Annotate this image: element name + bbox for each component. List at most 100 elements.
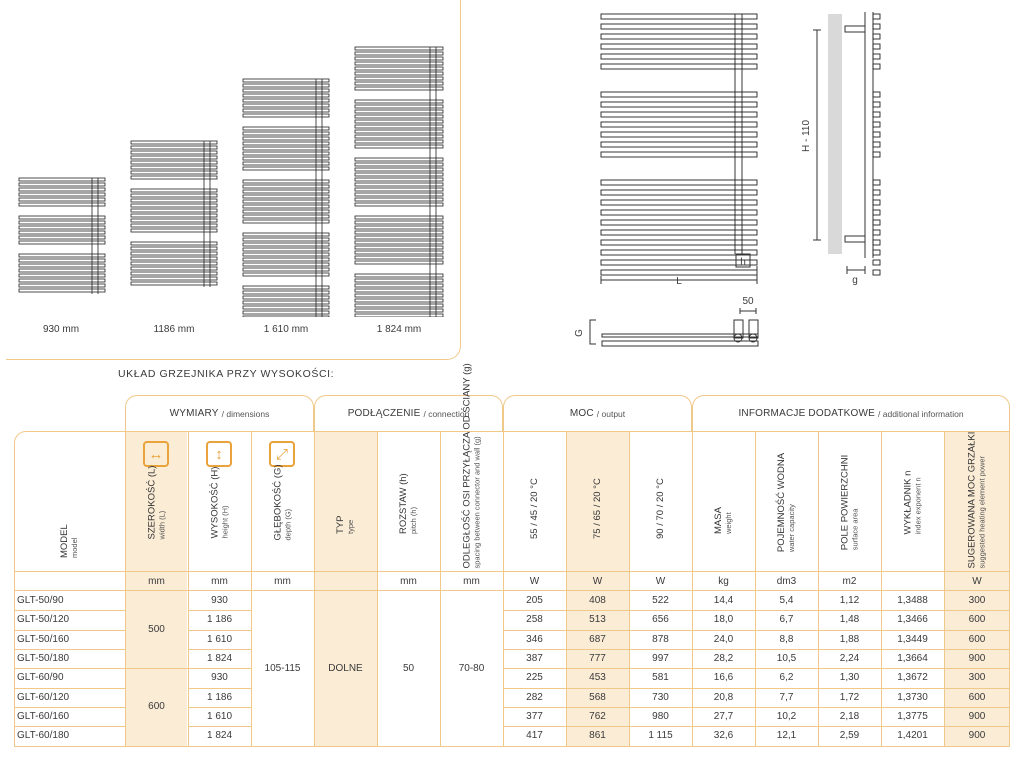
- group-title: MOC: [569, 408, 594, 419]
- radiator-1186: [130, 139, 218, 317]
- row-divider: [188, 610, 251, 612]
- technical-side-view: H - 110 g: [801, 12, 881, 286]
- unit-cell: W: [529, 575, 540, 587]
- table-cell: 2,59: [839, 730, 860, 742]
- column-divider: [125, 431, 126, 747]
- height-label: 1 824 mm: [376, 324, 422, 335]
- model-cell: GLT-60/90: [17, 672, 64, 684]
- column-divider: [566, 431, 567, 747]
- row-divider: [503, 726, 1010, 728]
- table-cell: 1 186: [206, 614, 233, 626]
- unit-cell: mm: [463, 575, 480, 587]
- row-divider: [14, 726, 125, 728]
- row-divider: [14, 648, 125, 650]
- unit-cell: dm3: [776, 575, 797, 587]
- table-cell: 1,88: [839, 633, 860, 645]
- column-header-main: MODEL: [59, 524, 70, 558]
- group-output: MOC/ output: [503, 395, 692, 431]
- column-header-main: ROZSTAW (h): [398, 473, 409, 534]
- column-divider: [188, 431, 189, 747]
- table-cell: 1,12: [839, 595, 860, 606]
- width-arrows-icon: ↔: [143, 441, 169, 467]
- column-header-sub: pitch (h): [409, 506, 418, 534]
- row-divider: [188, 726, 251, 728]
- column-header-main: 75 / 65 / 20 °C: [592, 478, 603, 539]
- height-arrows-icon: ↕: [206, 441, 232, 467]
- shade-heater: [944, 432, 1010, 747]
- table-cell: 900: [968, 710, 986, 722]
- column-header-sub: depth (G): [283, 508, 293, 541]
- model-cell: GLT-60/160: [17, 710, 70, 722]
- table-cell: 861: [589, 730, 606, 742]
- table-cell: 1,4201: [897, 730, 928, 742]
- table-cell: 20,8: [713, 691, 734, 703]
- table-cell: 408: [589, 595, 606, 606]
- column-header-sub: model: [70, 537, 79, 558]
- column-header-sub: width (L): [157, 510, 166, 540]
- table-cell: 777: [589, 652, 606, 664]
- header-divider: [14, 571, 1010, 572]
- column-header-sub: spacing between connector and wall (g): [472, 436, 481, 569]
- column-header-main: 90 / 70 / 20 °C: [655, 478, 666, 539]
- table-cell: 6,2: [779, 672, 794, 684]
- drawings-frame: [6, 0, 461, 360]
- row-divider: [188, 687, 251, 689]
- table-cell: 7,7: [779, 691, 794, 703]
- table-cell: 1,3730: [897, 691, 928, 703]
- column-header-main: MASA: [713, 507, 724, 534]
- column-divider: [692, 431, 693, 747]
- unit-cell: mm: [274, 575, 291, 587]
- unit-cell: W: [592, 575, 603, 587]
- column-header: 55 / 45 / 20 °C: [503, 435, 566, 573]
- table-cell: 8,8: [779, 633, 794, 645]
- row-divider: [14, 629, 125, 631]
- group-subtitle: / connection: [423, 408, 470, 419]
- column-header-main: 55 / 45 / 20 °C: [529, 478, 540, 539]
- model-cell: GLT-50/160: [17, 633, 70, 645]
- table-cell: 417: [526, 730, 543, 742]
- group-additional-info: INFORMACJE DODATKOWE/ additional informa…: [692, 395, 1010, 431]
- group-connection: PODŁĄCZENIE/ connection: [314, 395, 503, 431]
- column-header-sub: weight: [724, 512, 733, 534]
- column-header-text: SZEROKOŚĆ (L)width (L): [146, 466, 167, 540]
- table-cell: 258: [526, 614, 543, 626]
- spacing-cell: 70-80: [458, 662, 485, 674]
- row-divider: [503, 629, 1010, 631]
- table-cell: 997: [652, 652, 669, 664]
- column-header-sub: water capacity: [787, 504, 797, 553]
- column-header-main: GŁĘBOKOŚĆ (G): [272, 464, 284, 541]
- group-title: PODŁĄCZENIE: [347, 408, 421, 419]
- unit-cell: W: [972, 575, 982, 587]
- table-cell: 2,18: [839, 710, 860, 722]
- dim-pitch-label: 50: [742, 296, 754, 307]
- row-divider: [188, 648, 251, 650]
- layout-caption: UKŁAD GRZEJNIKA PRZY WYSOKOŚCI:: [118, 368, 335, 380]
- column-header: ODLEGŁOŚĆ OSI PRZYŁĄCZA OD ŚCIANY (g)spa…: [440, 363, 503, 573]
- column-header-text: 55 / 45 / 20 °C: [529, 476, 540, 539]
- table-cell: 32,6: [713, 730, 734, 742]
- radiator-930: [18, 176, 106, 316]
- model-cell: GLT-50/90: [17, 595, 64, 606]
- table-cell: 12,1: [776, 730, 797, 742]
- table-cell: 730: [652, 691, 669, 703]
- table-cell: 1,3664: [897, 652, 928, 664]
- row-divider: [188, 706, 251, 708]
- column-header-text: 90 / 70 / 20 °C: [655, 476, 666, 539]
- column-divider: [314, 431, 315, 747]
- column-header: 75 / 65 / 20 °C: [566, 435, 629, 573]
- radiator-1610: [242, 77, 330, 317]
- column-divider: [881, 431, 882, 747]
- technical-front-view: L h: [600, 13, 758, 287]
- height-label: 1 610 mm: [263, 324, 309, 335]
- table-frame: [14, 431, 1010, 747]
- row-divider: [188, 668, 251, 670]
- column-divider: [440, 431, 441, 747]
